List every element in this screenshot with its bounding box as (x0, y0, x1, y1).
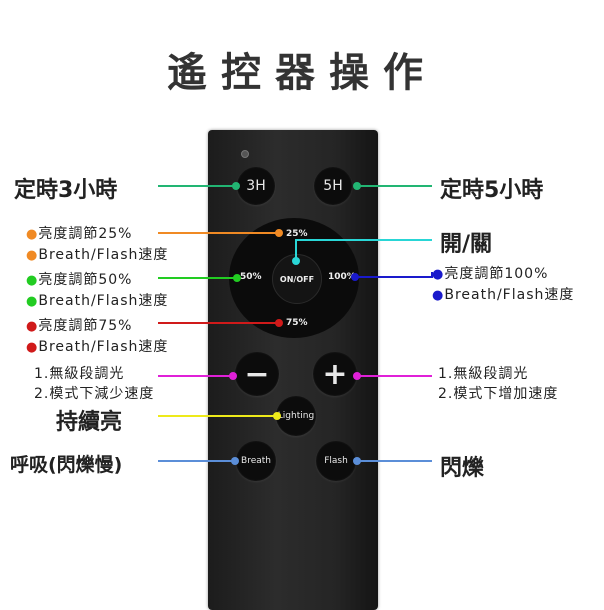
label-brightness-75: ●亮度調節75% ●Breath/Flash速度 (26, 318, 169, 355)
label-brightness-50: ●亮度調節50% ●Breath/Flash速度 (26, 272, 169, 309)
line-power (295, 239, 432, 260)
timer-5h-button[interactable]: 5H (314, 167, 352, 205)
label-flash: 閃爍 (440, 456, 485, 481)
brightness-25-button[interactable]: 25% (286, 229, 308, 239)
label-brightness-100: ●亮度調節100% ●Breath/Flash速度 (432, 266, 575, 303)
plus-button[interactable]: + (313, 352, 357, 396)
breath-button[interactable]: Breath (236, 441, 276, 481)
flash-button[interactable]: Flash (316, 441, 356, 481)
brightness-75-button[interactable]: 75% (286, 318, 308, 328)
minus-button[interactable]: − (235, 352, 279, 396)
lighting-button[interactable]: Lighting (276, 396, 316, 436)
label-timer-5h: 定時5小時 (440, 178, 544, 203)
ir-emitter-icon (241, 150, 249, 158)
label-timer-3h: 定時3小時 (14, 178, 118, 203)
timer-3h-button[interactable]: 3H (237, 167, 275, 205)
label-brightness-25: ●亮度調節25% ●Breath/Flash速度 (26, 226, 169, 263)
label-breath: 呼吸(閃爍慢) (10, 454, 123, 476)
brightness-50-button[interactable]: 50% (240, 272, 262, 282)
label-steady: 持續亮 (56, 410, 123, 435)
label-power: 開/關 (440, 232, 493, 257)
brightness-100-button[interactable]: 100% (328, 272, 356, 282)
page-title: 遙控器操作 (167, 50, 437, 96)
line-b100 (355, 272, 433, 278)
